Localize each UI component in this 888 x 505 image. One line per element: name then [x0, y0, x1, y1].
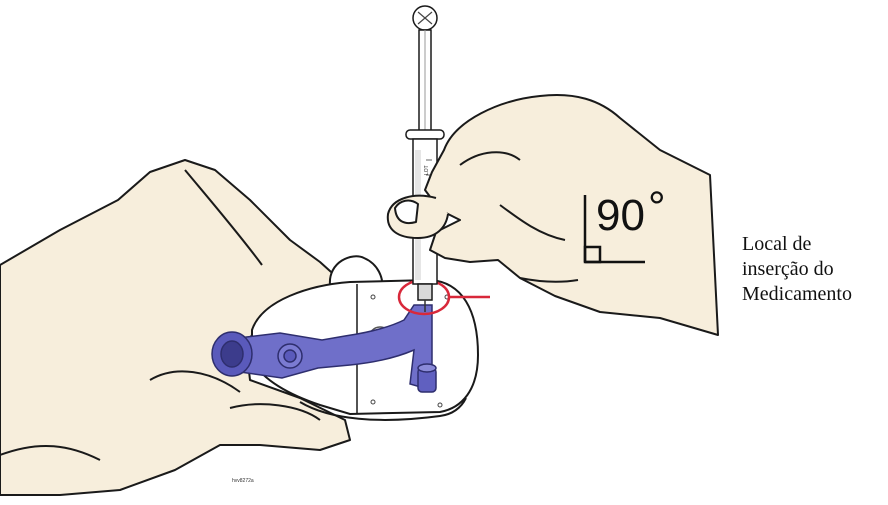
blue-fluid-path — [211, 304, 437, 393]
site-label-line-3: Medicamento — [742, 283, 852, 305]
right-hand — [386, 94, 719, 336]
insertion-site-label: Local de inserção do Medicamento — [742, 232, 882, 307]
figure-code: hvv8272a — [232, 478, 254, 484]
barrel-lot-text: LOT — [424, 165, 430, 175]
site-label-line-1: Local de — [742, 233, 812, 255]
on-body-device — [211, 255, 490, 421]
device-base-shadow — [299, 397, 467, 421]
syringe-flange — [405, 129, 445, 140]
site-label-line-2: inserção do — [742, 258, 834, 280]
angle-value: 90 — [596, 191, 645, 240]
syringe-needle-hub — [417, 283, 433, 301]
right-angle-symbol — [583, 195, 645, 264]
angle-degree-symbol: ° — [648, 183, 666, 232]
